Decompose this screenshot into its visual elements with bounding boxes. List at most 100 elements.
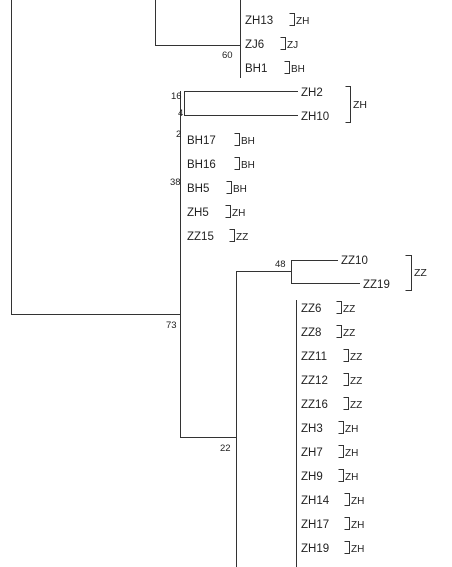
group-tag-label: ZH <box>351 544 364 555</box>
group-tag: ZZ <box>229 229 248 243</box>
group-tag: ZZ <box>343 373 362 387</box>
group-tag: ZH <box>344 493 364 507</box>
group-tag-label: ZZ <box>343 304 355 315</box>
group-tag-bracket <box>343 397 349 410</box>
group-bracket-label: ZH <box>353 99 367 111</box>
group-bracket-zh: ZH <box>345 86 367 123</box>
group-tag-bracket <box>225 205 231 218</box>
group-tag: ZJ <box>280 37 298 51</box>
leaf-zh7: ZH7 <box>301 447 323 459</box>
group-tag-label: ZH <box>345 448 358 459</box>
bootstrap-values: 60 16 4 2 38 48 73 22 <box>166 50 286 454</box>
group-tag: ZZ <box>336 325 355 339</box>
group-tag-label: ZZ <box>343 328 355 339</box>
group-tag-label: BH <box>233 184 247 195</box>
bootstrap-value: 73 <box>166 320 177 331</box>
leaf-zh2: ZH2 <box>301 87 323 99</box>
leaf-zz16: ZZ16 <box>301 399 328 411</box>
group-tag: BH <box>234 133 255 147</box>
bootstrap-value: 16 <box>171 91 182 102</box>
group-tag-bracket <box>284 61 290 74</box>
group-tag-bracket <box>338 469 344 482</box>
leaf-bh16: BH16 <box>187 159 216 171</box>
leaf-zh3: ZH3 <box>301 423 323 435</box>
leaf-zh13: ZH13 <box>245 15 273 27</box>
leaf-zz15: ZZ15 <box>187 231 214 243</box>
leaf-bh17: BH17 <box>187 135 216 147</box>
group-tag: ZZ <box>343 349 362 363</box>
leaf-zh19: ZH19 <box>301 543 329 555</box>
group-tag: ZH <box>338 421 358 435</box>
group-tag: ZH <box>338 445 358 459</box>
group-tag-bracket <box>343 373 349 386</box>
leaf-zz19: ZZ19 <box>363 279 390 291</box>
bootstrap-value: 48 <box>275 259 286 270</box>
group-tag-label: ZH <box>296 16 309 27</box>
group-bracket-label: ZZ <box>414 267 427 279</box>
bootstrap-value: 38 <box>170 177 181 188</box>
leaf-zz11: ZZ11 <box>301 351 327 363</box>
leaf-zz12: ZZ12 <box>301 375 328 387</box>
group-tag-bracket <box>336 301 342 314</box>
group-tag: BH <box>226 181 247 195</box>
group-tag: ZH <box>225 205 245 219</box>
group-tag-bracket <box>336 325 342 338</box>
bootstrap-value: 22 <box>220 443 231 454</box>
leaf-zz8: ZZ8 <box>301 327 321 339</box>
group-tag: ZZ <box>343 397 362 411</box>
group-tag: ZZ <box>336 301 355 315</box>
bootstrap-value: 2 <box>176 129 181 140</box>
group-tag-bracket <box>226 181 232 194</box>
group-tag: ZH <box>338 469 358 483</box>
group-bracket-line <box>405 255 412 291</box>
leaf-zh5: ZH5 <box>187 207 209 219</box>
group-tag: ZH <box>344 517 364 531</box>
group-tag-bracket <box>344 541 350 554</box>
group-brackets: ZH ZZ <box>345 86 427 291</box>
group-tag-bracket <box>344 493 350 506</box>
group-tag: BH <box>284 61 305 75</box>
group-tag-label: BH <box>241 160 255 171</box>
group-tag-label: BH <box>241 136 255 147</box>
group-tags: ZH ZJ BH BH BH BH ZH ZZ <box>225 13 364 555</box>
group-tag-bracket <box>344 517 350 530</box>
bootstrap-value: 4 <box>178 108 183 119</box>
leaf-zz10: ZZ10 <box>341 255 368 267</box>
group-tag-label: ZZ <box>350 400 362 411</box>
group-tag-label: ZZ <box>350 352 362 363</box>
group-tag-label: ZZ <box>350 376 362 387</box>
group-tag-label: ZH <box>345 424 358 435</box>
group-tag-bracket <box>289 13 295 26</box>
group-tag-bracket <box>234 157 240 170</box>
group-tag-bracket <box>343 349 349 362</box>
leaf-bh5: BH5 <box>187 183 209 195</box>
group-bracket-line <box>345 86 351 123</box>
leaf-zj6: ZJ6 <box>245 39 264 51</box>
bootstrap-value: 60 <box>222 50 233 61</box>
group-tag-label: ZH <box>351 496 364 507</box>
leaf-zh10: ZH10 <box>301 111 329 123</box>
group-tag: ZH <box>344 541 364 555</box>
leaf-zh14: ZH14 <box>301 495 330 507</box>
group-tag: BH <box>234 157 255 171</box>
group-bracket-zz: ZZ <box>405 255 427 291</box>
group-tag-bracket <box>280 37 286 50</box>
group-tag-bracket <box>229 229 235 242</box>
group-tag-label: ZH <box>345 472 358 483</box>
tree-branches <box>11 0 360 567</box>
group-tag-label: BH <box>291 64 305 75</box>
group-tag-bracket <box>234 133 240 146</box>
group-tag-label: ZH <box>232 208 245 219</box>
group-tag: ZH <box>289 13 309 27</box>
group-tag-bracket <box>338 421 344 434</box>
leaf-labels: ZH13 ZJ6 BH1 ZH2 ZH10 BH17 BH16 BH5 ZH5 … <box>187 15 390 555</box>
group-tag-bracket <box>338 445 344 458</box>
leaf-zh17: ZH17 <box>301 519 329 531</box>
leaf-zz6: ZZ6 <box>301 303 321 315</box>
leaf-bh1: BH1 <box>245 63 267 75</box>
leaf-zh9: ZH9 <box>301 471 323 483</box>
group-tag-label: ZZ <box>236 232 248 243</box>
group-tag-label: ZJ <box>287 40 298 51</box>
group-tag-label: ZH <box>351 520 364 531</box>
